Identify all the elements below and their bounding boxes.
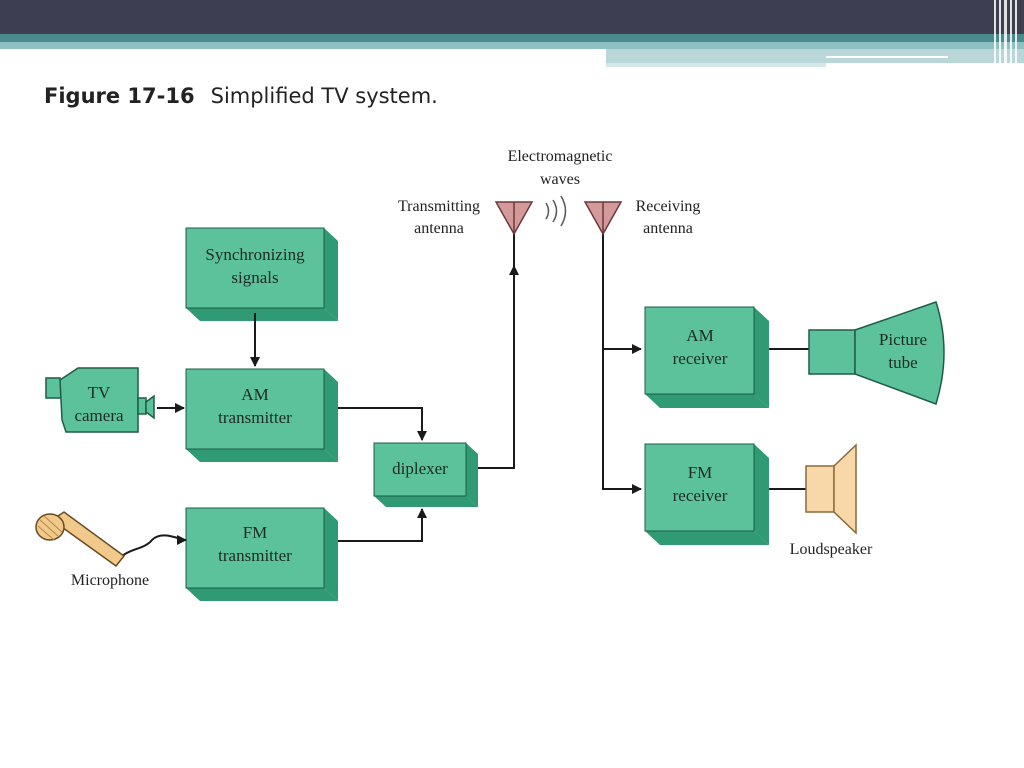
fm-transmitter-block: FM transmitter — [185, 507, 338, 601]
em-waves-icon — [545, 195, 567, 227]
figure-caption: Figure 17-16 Simplified TV system. — [44, 84, 438, 108]
sync-label-1: Synchronizing — [205, 245, 305, 264]
diplexer-to-antenna-arrow — [478, 265, 519, 469]
tv-camera-label-1: TV — [88, 383, 111, 402]
diplexer-block: diplexer — [373, 442, 478, 507]
fm-rx-label-2: receiver — [673, 486, 728, 505]
loudspeaker-label: Loudspeaker — [790, 541, 873, 558]
corner-stripe — [1004, 0, 1007, 70]
transmitting-antenna-icon — [494, 201, 534, 268]
tv-camera-icon: TV camera — [45, 367, 155, 433]
slide-header-band — [0, 34, 1024, 42]
am-transmitter-block: AM transmitter — [185, 368, 338, 462]
signal-lines — [157, 228, 809, 545]
slide-header-accent-line — [826, 56, 948, 58]
tx-antenna-label-2: antenna — [414, 220, 464, 237]
microphone-icon: Microphone — [35, 511, 185, 589]
slide-header-accent — [606, 49, 1024, 63]
fm-to-diplexer-arrow — [338, 508, 427, 542]
am-rx-label-2: receiver — [673, 349, 728, 368]
fm-rx-label-1: FM — [688, 463, 713, 482]
slide-header-accent-thin — [606, 63, 826, 67]
rx-antenna-label-2: antenna — [643, 220, 693, 237]
tv-camera-label-2: camera — [74, 406, 124, 425]
am-to-diplexer-arrow — [338, 407, 427, 441]
fm-tx-label-1: FM — [243, 523, 268, 542]
picture-tube-icon: Picture tube — [808, 301, 945, 405]
slide-top-bar — [0, 0, 1024, 34]
microphone-label: Microphone — [71, 572, 149, 589]
picture-tube-label-2: tube — [888, 353, 917, 372]
am-receiver-block: AM receiver — [644, 306, 769, 408]
corner-stripe — [1010, 0, 1012, 70]
am-tx-label-1: AM — [241, 385, 268, 404]
sync-label-2: signals — [231, 268, 278, 287]
em-waves-label-2: waves — [540, 171, 580, 188]
figure-number: Figure 17-16 — [44, 84, 195, 108]
corner-stripe — [999, 0, 1001, 70]
corner-stripe — [994, 0, 996, 70]
antenna-to-fm-rx-arrow — [602, 349, 642, 494]
em-waves-label-1: Electromagnetic — [508, 148, 613, 165]
antenna-to-am-rx-arrow — [602, 228, 642, 354]
am-tx-label-2: transmitter — [218, 408, 292, 427]
fm-receiver-block: FM receiver — [644, 443, 769, 545]
tx-antenna-label-1: Transmitting — [398, 198, 480, 215]
fm-tx-label-2: transmitter — [218, 546, 292, 565]
diplexer-label: diplexer — [392, 459, 448, 478]
receiving-antenna-icon — [583, 201, 623, 236]
loudspeaker-icon: Loudspeaker — [790, 443, 873, 558]
rx-antenna-label-1: Receiving — [636, 198, 701, 215]
picture-tube-label-1: Picture — [879, 330, 927, 349]
corner-stripe — [1015, 0, 1017, 70]
am-rx-label-1: AM — [686, 326, 713, 345]
slide-header-band-light — [0, 42, 1024, 49]
figure-title: Simplified TV system. — [210, 84, 438, 108]
sync-signals-block: Synchronizing signals — [185, 227, 338, 321]
